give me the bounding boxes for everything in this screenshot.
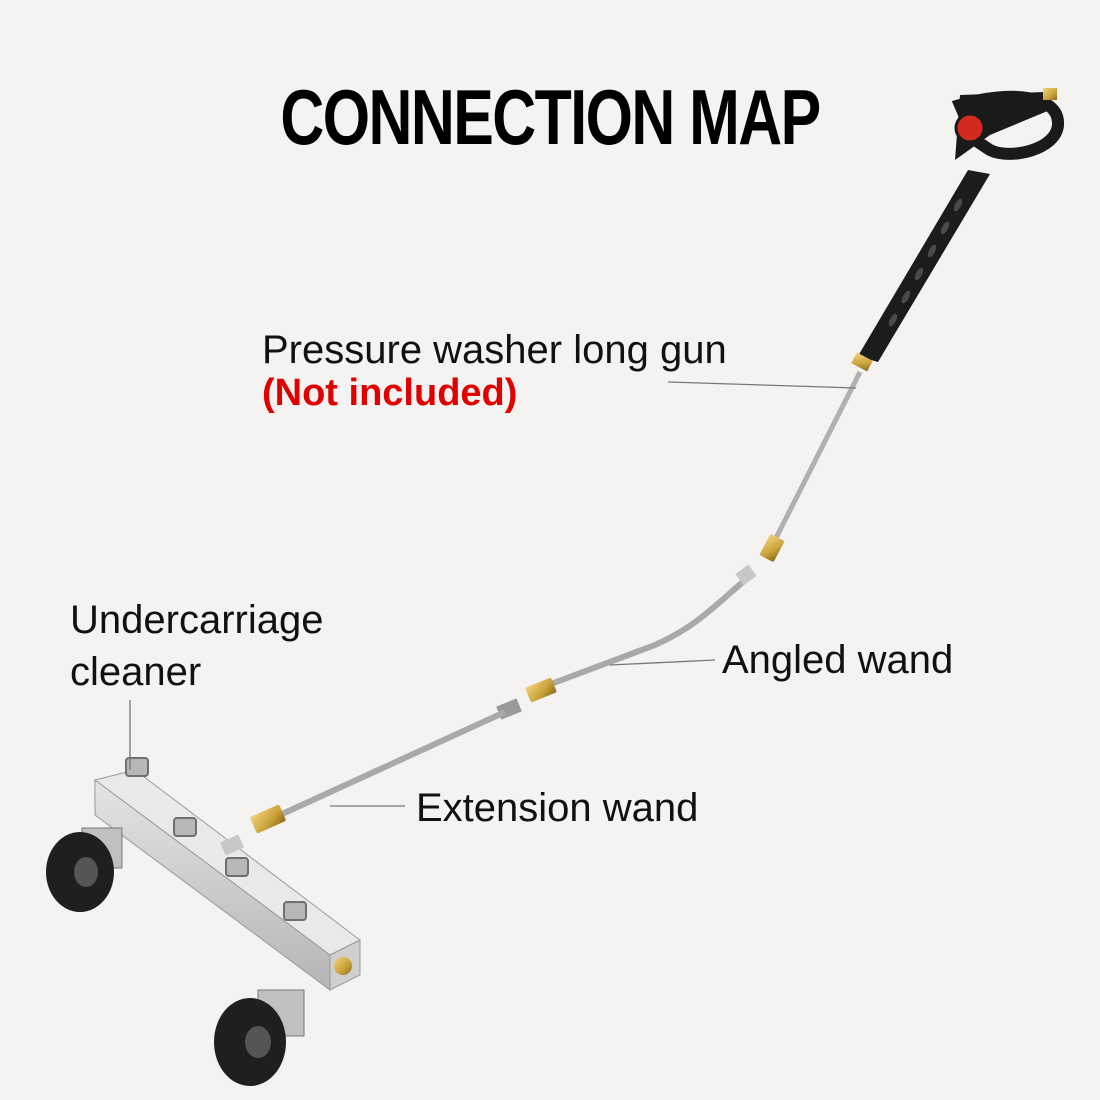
angled-wand-brass-coupler (525, 677, 557, 703)
label-extension-wand: Extension wand (416, 786, 699, 830)
label-angled-wand: Angled wand (722, 638, 954, 682)
caster-wheel-left (46, 827, 123, 912)
long-gun (760, 88, 1064, 562)
angled-wand (525, 564, 757, 703)
trigger-red-button (954, 112, 986, 144)
gun-grip-holes (888, 198, 963, 327)
cleaner-nozzles (125, 757, 307, 921)
extension-wand (250, 698, 522, 834)
extension-wand-tube (278, 709, 507, 818)
leader-lines (129, 381, 857, 807)
angled-wand-tube (533, 575, 750, 693)
gun-grip-tube (858, 170, 990, 362)
leader-long-gun (667, 381, 857, 389)
undercarriage-cleaner (46, 757, 361, 1086)
label-undercarriage-line2: cleaner (70, 650, 202, 694)
label-not-included: (Not included) (262, 372, 518, 414)
page-title: CONNECTION MAP (280, 73, 821, 161)
gun-quick-connect (760, 534, 784, 562)
gun-brass-collar (851, 352, 873, 372)
label-long-gun: Pressure washer long gun (262, 328, 727, 372)
label-undercarriage-line1: Undercarriage (70, 598, 324, 642)
leader-angled-wand (609, 659, 716, 666)
cleaner-brass-plug (334, 957, 352, 975)
cleaner-inlet-fitting (220, 834, 244, 856)
caster-wheel-right (214, 989, 305, 1086)
extension-wand-brass-coupler (250, 804, 286, 834)
gun-handle (955, 92, 1050, 160)
angled-wand-nipple (735, 564, 757, 586)
gun-brass-inlet (1043, 88, 1057, 100)
gun-lance (772, 370, 863, 542)
